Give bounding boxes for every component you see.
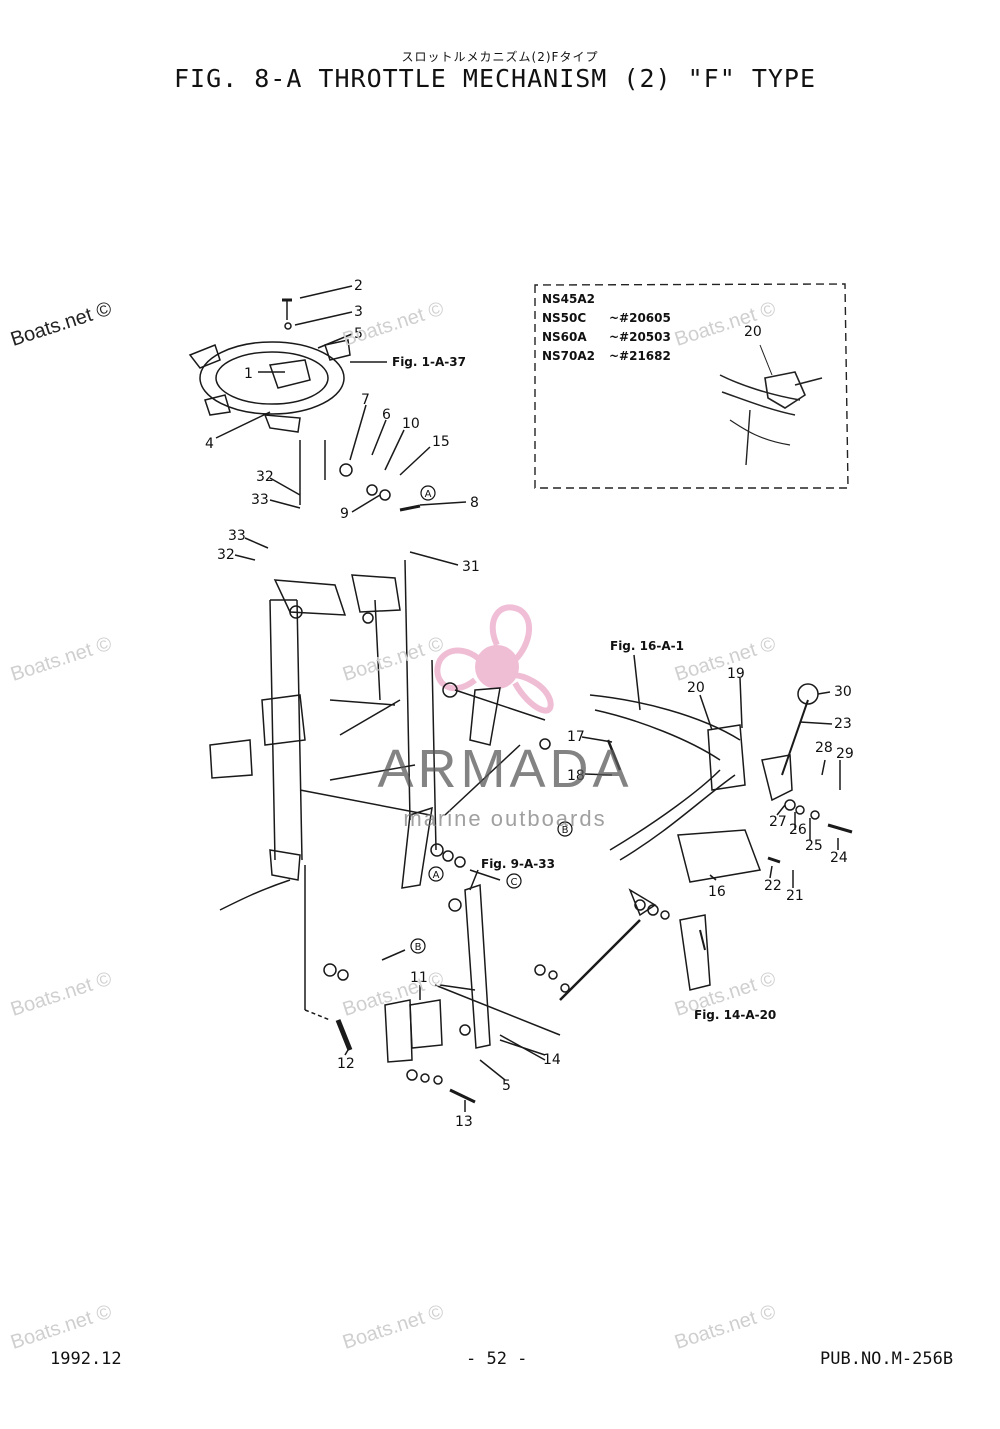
callout-7: 7 — [361, 392, 370, 408]
callout-10: 10 — [402, 416, 420, 432]
callout-2: 2 — [354, 278, 363, 294]
circle-label-b-2: B — [410, 938, 426, 954]
callout-17: 17 — [567, 729, 585, 745]
callout-31: 31 — [462, 559, 480, 575]
callout-1: 1 — [244, 366, 253, 382]
callout-8: 8 — [470, 495, 479, 511]
callout-26: 26 — [789, 822, 807, 838]
circle-label-a-1: A — [420, 485, 436, 501]
callout-28: 28 — [815, 740, 833, 756]
footer-publication-number: PUB.NO.M-256B — [820, 1349, 954, 1369]
callout-9: 9 — [340, 506, 349, 522]
brand-sub-watermark: marine outboards — [403, 806, 607, 831]
inset-serial-3: ~#20503 — [609, 330, 671, 344]
circle-label-b-1: B — [557, 821, 573, 837]
callout-24: 24 — [830, 850, 848, 866]
callout-18: 18 — [567, 768, 585, 784]
callout-32a: 32 — [256, 469, 274, 485]
callout-27: 27 — [769, 814, 787, 830]
circle-label-a-2: A — [428, 866, 444, 882]
callout-22: 22 — [764, 878, 782, 894]
callout-20: 20 — [687, 680, 705, 696]
callout-5b: 5 — [502, 1078, 511, 1094]
callout-33b: 33 — [228, 528, 246, 544]
callout-12: 12 — [337, 1056, 355, 1072]
armada-logo-icon — [434, 604, 554, 714]
inset-serial-2: ~#20605 — [609, 311, 671, 325]
svg-text:B: B — [562, 825, 569, 836]
page-title: FIG. 8-A THROTTLE MECHANISM (2) "F" TYPE — [173, 64, 817, 93]
svg-text:B: B — [415, 942, 422, 953]
svg-text:A: A — [433, 870, 440, 881]
remote-plate — [707, 724, 746, 791]
svg-text:C: C — [511, 877, 518, 888]
callout-numbers: 1 2 3 4 5 5 6 7 8 9 10 11 12 13 14 15 16… — [205, 278, 854, 1130]
callout-29: 29 — [836, 746, 854, 762]
figref-14a20: Fig. 14-A-20 — [694, 1008, 776, 1022]
inset-model-2: NS50C — [542, 311, 586, 325]
callout-30: 30 — [834, 684, 852, 700]
footer-date: 1992.12 — [50, 1349, 122, 1369]
figref-16a1: Fig. 16-A-1 — [610, 639, 684, 653]
parts-linework — [188, 285, 853, 1112]
callout-16: 16 — [708, 884, 726, 900]
callout-33a: 33 — [251, 492, 269, 508]
brand-watermark: ARMADA — [377, 739, 633, 799]
callout-4: 4 — [205, 436, 214, 452]
circle-label-c: C — [506, 873, 522, 889]
inset-callout-20: 20 — [744, 324, 762, 340]
japanese-title: スロットルメカニズム(2)Fタイプ — [401, 50, 599, 64]
callout-25: 25 — [805, 838, 823, 854]
figref-1a37: Fig. 1-A-37 — [392, 355, 466, 369]
inset-model-3: NS60A — [542, 330, 587, 344]
inset-serial-4: ~#21682 — [609, 349, 671, 363]
callout-13: 13 — [455, 1114, 473, 1130]
inset-box — [534, 283, 849, 489]
callout-3: 3 — [354, 304, 363, 320]
inset-model-1: NS45A2 — [542, 292, 595, 306]
callout-23: 23 — [834, 716, 852, 732]
callout-32b: 32 — [217, 547, 235, 563]
inset-model-4: NS70A2 — [542, 349, 595, 363]
callout-6: 6 — [382, 407, 391, 423]
footer-page-number: - 52 - — [466, 1349, 528, 1369]
callout-15: 15 — [432, 434, 450, 450]
callout-11: 11 — [410, 970, 428, 986]
throttle-ring-outer — [199, 341, 345, 415]
callout-21: 21 — [786, 888, 804, 904]
callout-19: 19 — [727, 666, 745, 682]
figref-9a33: Fig. 9-A-33 — [481, 857, 555, 871]
svg-text:A: A — [425, 489, 432, 500]
callout-5a: 5 — [354, 326, 363, 342]
callout-14: 14 — [543, 1052, 561, 1068]
